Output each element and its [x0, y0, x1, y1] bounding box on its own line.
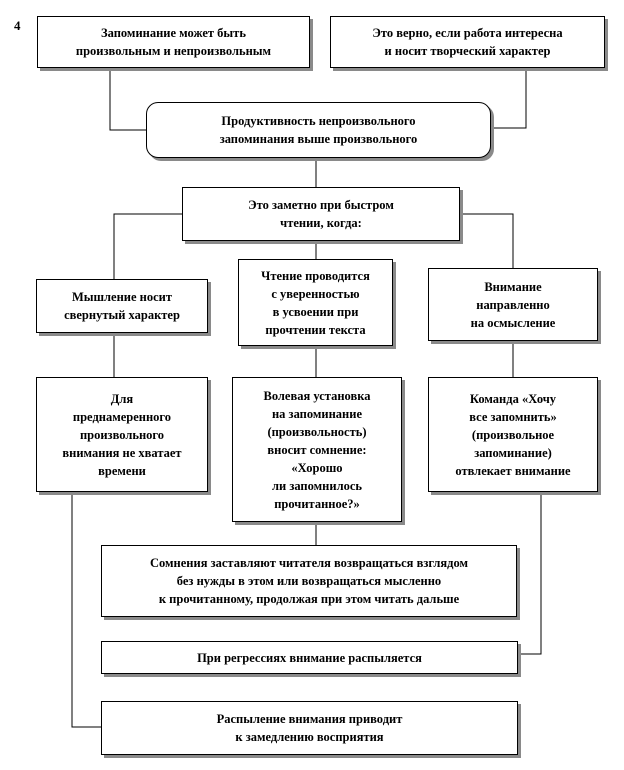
regression-scatter-box: При регрессиях внимание распыляется	[101, 641, 518, 674]
connector-fast-reading-to-thinking	[113, 213, 182, 279]
connector-fast-reading-to-attention	[460, 213, 514, 268]
scatter-slowdown-box: Распыление внимания приводит к замедлени…	[101, 701, 518, 755]
connector-remember-all-to-regression	[518, 492, 542, 655]
connector-interest-to-productivity	[491, 68, 527, 129]
remember-all-box: Команда «Хочу все запомнить» (произвольн…	[428, 377, 598, 492]
attention-meaning-box: Внимание направленно на осмысление	[428, 268, 598, 341]
page-number: 4	[14, 18, 21, 33]
interest-condition-box: Это верно, если работа интересна и носит…	[330, 16, 605, 68]
volitional-setting-box: Волевая установка на запоминание (произв…	[232, 377, 402, 522]
no-time-box: Для преднамеренного произвольного вниман…	[36, 377, 208, 492]
connector-memorization-to-productivity	[109, 68, 146, 131]
collapsed-thinking-box: Мышление носит свернутый характер	[36, 279, 208, 333]
fast-reading-box: Это заметно при быстром чтении, когда:	[182, 187, 460, 241]
confident-reading-box: Чтение проводится с уверенностью в усвое…	[238, 259, 393, 346]
memorization-types-box: Запоминание может быть произвольным и не…	[37, 16, 310, 68]
connector-no-time-to-scatter	[71, 492, 102, 728]
doubts-regression-box: Сомнения заставляют читателя возвращатьс…	[101, 545, 517, 617]
involuntary-productivity-box: Продуктивность непроизвольного запоминан…	[146, 102, 491, 158]
